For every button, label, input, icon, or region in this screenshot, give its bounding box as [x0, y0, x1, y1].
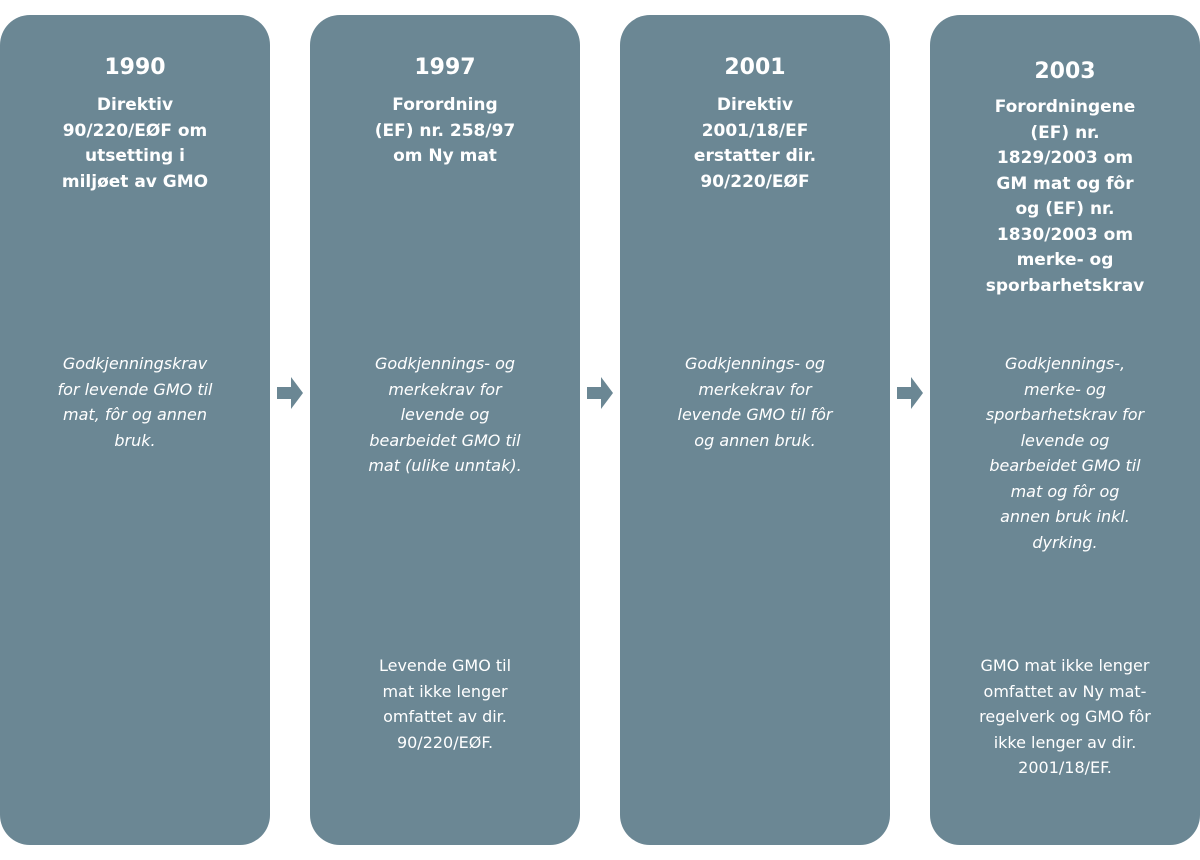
panel-year: 2001 [724, 55, 786, 80]
panel-year: 2003 [1034, 59, 1096, 84]
arrow-right-icon [897, 377, 923, 409]
timeline-panel-1997: 1997 Forordning (EF) nr. 258/97 om Ny ma… [310, 15, 580, 845]
arrow-right-icon [587, 377, 613, 409]
panel-year: 1990 [104, 55, 166, 80]
panel-description: Godkjennings- og merkekrav for levende G… [677, 354, 833, 450]
panel-title: Direktiv 2001/18/EF erstatter dir. 90/22… [693, 95, 817, 192]
panel-description: Godkjennings- og merkekrav for levende o… [368, 354, 522, 475]
panel-description: Godkjenningskrav for levende GMO til mat… [57, 354, 213, 450]
panel-description: Godkjennings-, merke- og sporbarhetskrav… [985, 354, 1145, 552]
panel-title: Forordning (EF) nr. 258/97 om Ny mat [374, 95, 516, 166]
panel-title: Direktiv 90/220/EØF om utsetting i miljø… [61, 95, 209, 192]
panel-year: 1997 [414, 55, 476, 80]
panel-note: GMO mat ikke lenger omfattet av Ny mat- … [979, 656, 1151, 777]
panel-note: Levende GMO til mat ikke lenger omfattet… [378, 656, 512, 752]
timeline-panel-2001: 2001 Direktiv 2001/18/EF erstatter dir. … [620, 15, 890, 845]
panel-title: Forordningene (EF) nr. 1829/2003 om GM m… [985, 97, 1145, 296]
timeline-panel-1990: 1990 Direktiv 90/220/EØF om utsetting i … [0, 15, 270, 845]
timeline-panel-2003: 2003 Forordningene (EF) nr. 1829/2003 om… [930, 15, 1200, 845]
arrow-right-icon [277, 377, 303, 409]
